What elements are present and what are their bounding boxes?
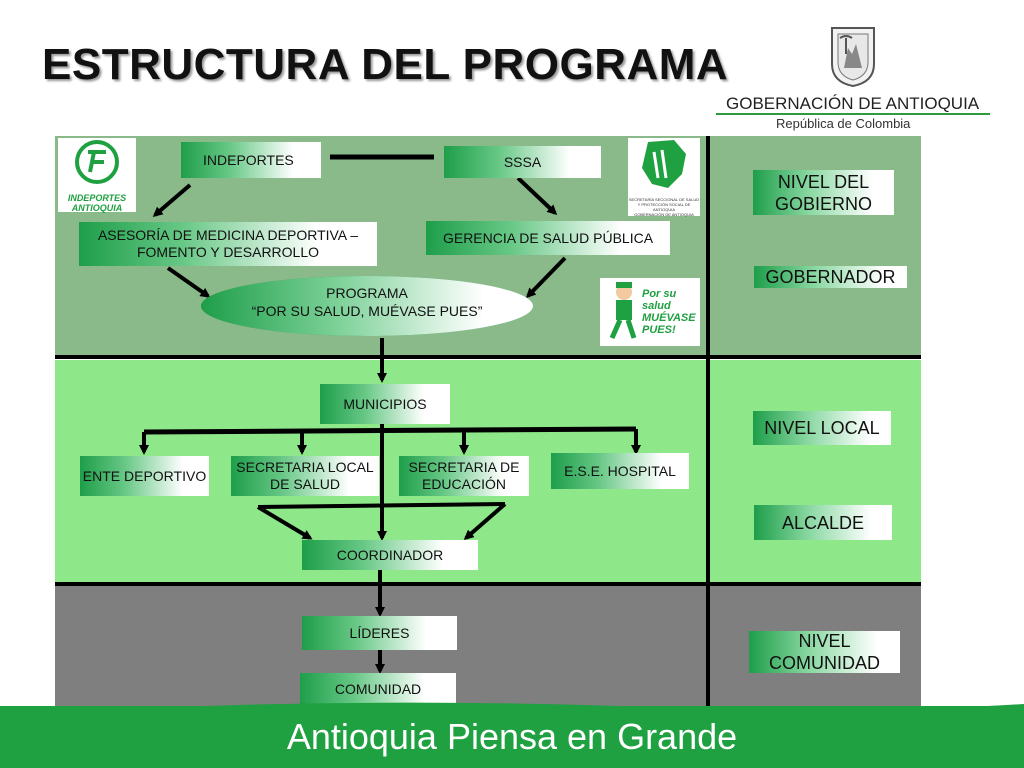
level-local-label: NIVEL LOCAL [753,411,891,445]
footer-slogan: Antioquia Piensa en Grande [286,716,738,757]
gobernacion-subtitle: República de Colombia [776,116,911,131]
comunidad-node: COMUNIDAD [300,673,456,705]
footer-band [0,706,1024,768]
header-divider [716,113,990,115]
gobernacion-name: GOBERNACIÓN DE ANTIOQUIA [726,94,980,113]
runner-mascot-icon [609,282,637,340]
level-alcalde-label: ALCALDE [754,505,892,540]
programa-label: PROGRAMA [326,285,408,301]
antioquia-map-icon [642,140,686,188]
sssa-logo-text: SECRETARÍA SECCIONAL DE SALUD Y PROTECCI… [628,197,700,212]
sssa-node: SSSA [444,146,601,178]
indeportes-logo-text: INDEPORTES ANTIOQUIA [67,193,127,213]
asesoria-node: ASESORÍA DE MEDICINA DEPORTIVA – FOMENTO… [79,222,377,266]
secretaria-salud-node: SECRETARIA LOCAL DE SALUD [231,456,379,496]
lideres-node: LÍDERES [302,616,457,650]
indeportes-logo: INDEPORTES ANTIOQUIA [58,138,136,213]
sssa-logo: SECRETARÍA SECCIONAL DE SALUD Y PROTECCI… [628,138,700,217]
page-title: ESTRUCTURA DEL PROGRAMA [42,40,729,89]
level-gobierno-label: NIVEL DEL GOBIERNO [753,170,894,215]
level-comunidad-label: NIVEL COMUNIDAD [749,631,900,673]
campaign-logo: Por su salud MUÉVASE PUES! [600,278,700,346]
level-gobernador-label: GOBERNADOR [754,266,907,288]
programa-node: PROGRAMA “POR SU SALUD, MUÉVASE PUES” [201,284,533,320]
campaign-logo-text: Por su salud MUÉVASE PUES! [642,288,696,336]
hospital-node: E.S.E. HOSPITAL [551,453,689,489]
gobernacion-shield-icon [831,27,875,88]
indeportes-node: INDEPORTES [181,142,321,178]
indeportes-runner-icon [75,140,119,184]
programa-name: “POR SU SALUD, MUÉVASE PUES” [251,303,483,319]
sssa-logo-footer: GOBERNACIÓN DE ANTIOQUIA [634,212,694,217]
secretaria-educacion-node: SECRETARIA DE EDUCACIÓN [399,456,529,496]
coordinador-node: COORDINADOR [302,540,478,570]
gerencia-node: GERENCIA DE SALUD PÚBLICA [426,221,670,255]
municipios-node: MUNICIPIOS [320,384,450,424]
ente-deportivo-node: ENTE DEPORTIVO [80,456,209,496]
